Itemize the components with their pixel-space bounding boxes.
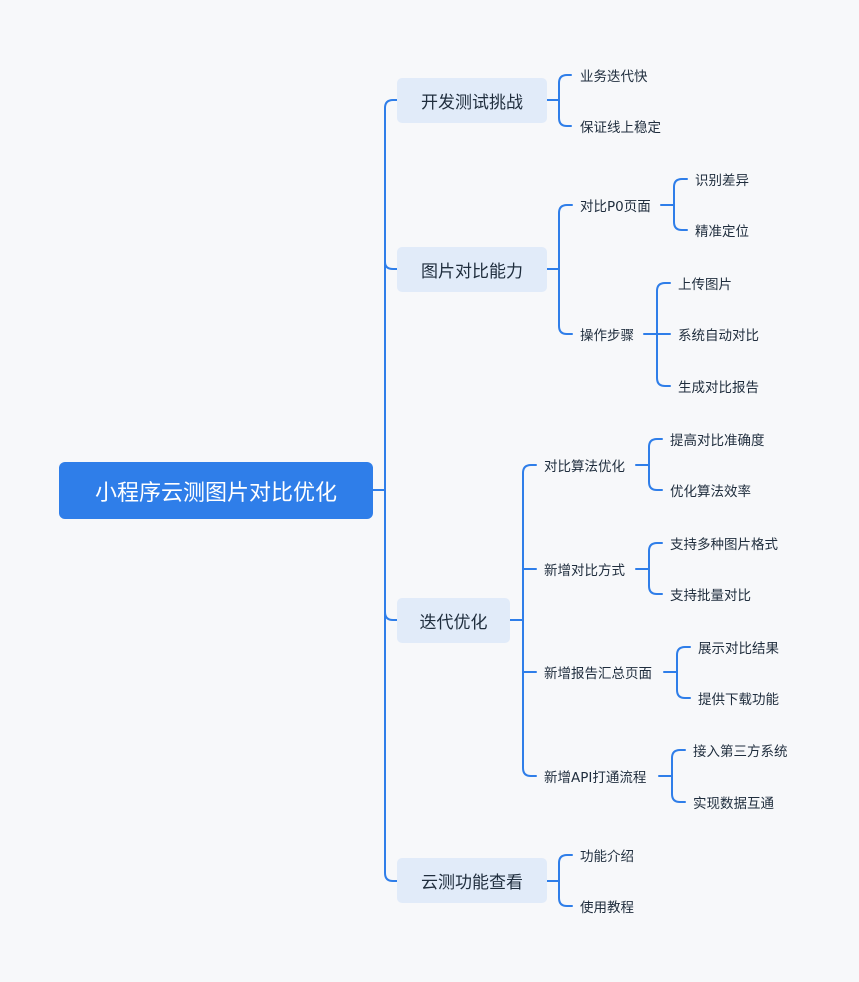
branch-node-dev-test-challenges[interactable]: 开发测试挑战 [397,78,547,123]
leaf-identify-differences[interactable]: 识别差异 [695,173,749,189]
subnode-new-compare-modes[interactable]: 新增对比方式 [544,563,625,579]
leaf-multiple-formats[interactable]: 支持多种图片格式 [670,537,778,553]
connector-to-branch-2 [384,261,398,270]
leaf-third-party[interactable]: 接入第三方系统 [693,744,788,760]
connector-spine [384,99,398,882]
leaf-download[interactable]: 提供下载功能 [698,692,779,708]
branch-node-cloud-test-features[interactable]: 云测功能查看 [397,858,547,903]
leaf-generate-report[interactable]: 生成对比报告 [678,380,759,396]
leaf-batch-compare[interactable]: 支持批量对比 [670,588,751,604]
branch-node-image-compare-capability[interactable]: 图片对比能力 [397,247,547,292]
leaf-data-interop[interactable]: 实现数据互通 [693,796,774,812]
leaf-show-results[interactable]: 展示对比结果 [698,641,779,657]
leaf-precise-location[interactable]: 精准定位 [695,224,749,240]
subnode-api-integration[interactable]: 新增API打通流程 [544,770,647,786]
subnode-operation-steps[interactable]: 操作步骤 [580,328,634,344]
leaf-online-stability[interactable]: 保证线上稳定 [580,120,661,136]
leaf-auto-compare[interactable]: 系统自动对比 [678,328,759,344]
branch-node-iteration-optimization[interactable]: 迭代优化 [397,598,510,643]
leaf-tutorial[interactable]: 使用教程 [580,900,634,916]
leaf-upload-image[interactable]: 上传图片 [678,277,732,293]
subnode-algorithm-optimization[interactable]: 对比算法优化 [544,459,625,475]
connector-to-branch-3 [384,611,398,621]
leaf-improve-accuracy[interactable]: 提高对比准确度 [670,433,765,449]
leaf-fast-iteration[interactable]: 业务迭代快 [580,69,648,85]
subnode-compare-p0-pages[interactable]: 对比P0页面 [580,199,651,215]
leaf-feature-intro[interactable]: 功能介绍 [580,849,634,865]
root-node[interactable]: 小程序云测图片对比优化 [59,462,373,519]
leaf-optimize-efficiency[interactable]: 优化算法效率 [670,484,751,500]
subnode-report-summary-page[interactable]: 新增报告汇总页面 [544,666,652,682]
